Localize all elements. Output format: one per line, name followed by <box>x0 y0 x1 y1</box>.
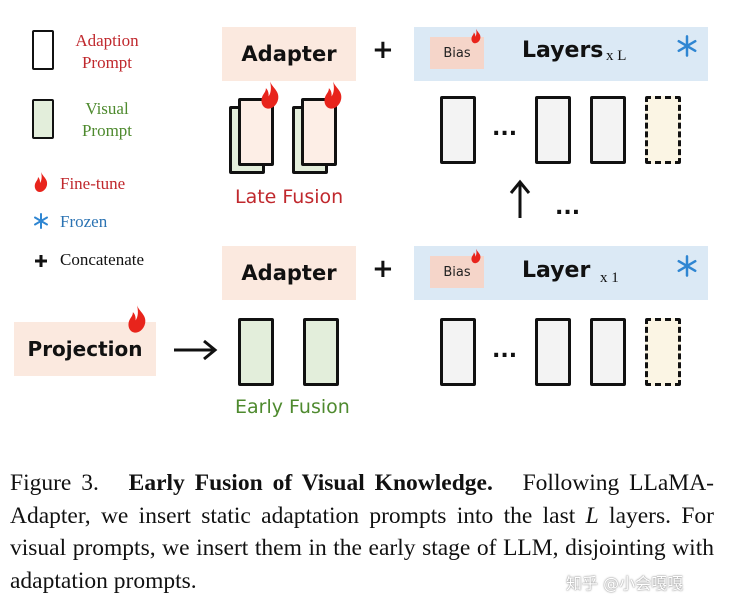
watermark: 知乎 @小会嘎嘎 <box>566 574 684 593</box>
top-token-3 <box>590 96 626 164</box>
bottom-token-2 <box>535 318 571 386</box>
arrow-up-icon <box>509 179 531 218</box>
bottom-token-dashed <box>645 318 681 386</box>
fire-icon <box>324 81 342 109</box>
legend-adaption-label: Adaption Prompt <box>62 30 152 74</box>
snowflake-icon <box>677 35 697 57</box>
legend-frozen-label: Frozen <box>60 212 108 231</box>
arrow-right-icon <box>174 339 218 361</box>
caption-text-2: layers. For visual prompts, we insert th… <box>10 502 715 594</box>
top-adapter-bar: Adapter <box>222 27 356 81</box>
legend-adaption-line2: Prompt <box>81 53 133 72</box>
legend-finetune-label: Fine-tune <box>60 174 126 193</box>
legend-adaption-swatch <box>32 30 54 70</box>
bottom-ellipsis: ... <box>492 338 518 363</box>
caption-italic-L: L <box>585 502 599 529</box>
bottom-layer-label: Layer <box>522 258 591 283</box>
legend-concatenate-label: Concatenate <box>60 250 145 269</box>
legend-visual-label: Visual Prompt <box>62 98 152 142</box>
fire-icon <box>34 172 48 192</box>
late-fusion-label: Late Fusion <box>235 186 344 208</box>
snowflake-icon <box>34 213 48 229</box>
top-multiplier: x L <box>606 48 627 64</box>
caption-text-1: Following LLaMA-Adapter, we insert stati… <box>10 470 714 529</box>
legend-adaption-line1: Adaption <box>75 31 139 50</box>
caption-title: Early Fusion of Visual Knowledge. <box>128 470 493 496</box>
legend-visual-swatch <box>32 99 54 139</box>
early-fusion-label: Early Fusion <box>235 396 350 418</box>
bottom-token-1 <box>440 318 476 386</box>
top-token-dashed <box>645 96 681 164</box>
plus-icon <box>35 255 47 267</box>
early-visual-token-2 <box>303 318 339 386</box>
snowflake-icon <box>677 255 697 277</box>
top-token-2 <box>535 96 571 164</box>
caption-figure-number: Figure 3. <box>10 470 99 496</box>
top-ellipsis: ... <box>492 116 518 141</box>
legend-visual-line2: Prompt <box>81 121 133 140</box>
figure-caption: Figure 3. Early Fusion of Visual Knowled… <box>10 467 714 597</box>
bottom-multiplier: x 1 <box>600 270 619 286</box>
late-adapt-token-2 <box>301 98 337 166</box>
projection-box: Projection <box>14 322 156 376</box>
top-layers-label: Layers <box>522 38 604 63</box>
fire-icon <box>471 248 481 264</box>
bottom-token-3 <box>590 318 626 386</box>
fire-icon <box>471 28 481 44</box>
fire-icon <box>128 305 146 333</box>
up-ellipsis: ... <box>555 195 581 220</box>
fire-icon <box>261 81 279 109</box>
top-token-1 <box>440 96 476 164</box>
legend-visual-line1: Visual <box>85 99 129 118</box>
top-plus: + <box>372 35 394 65</box>
early-visual-token-1 <box>238 318 274 386</box>
bottom-adapter-bar: Adapter <box>222 246 356 300</box>
late-adapt-token-1 <box>238 98 274 166</box>
bottom-plus: + <box>372 254 394 284</box>
